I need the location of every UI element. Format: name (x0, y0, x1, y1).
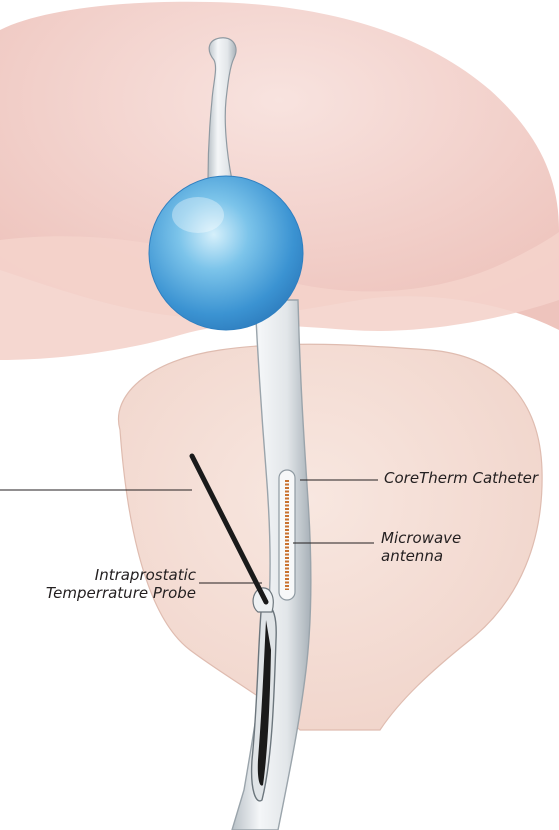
antenna-label: Microwave antenna (381, 529, 461, 565)
antenna-label-line2: antenna (381, 547, 461, 565)
probe-label-line1: Intraprostatic (32, 566, 196, 584)
balloon (149, 176, 303, 330)
catheter-label: CoreTherm Catheter (384, 469, 538, 487)
antenna-label-line1: Microwave (381, 529, 461, 547)
probe-label-line2: Temperrature Probe (32, 584, 196, 602)
antenna-channel (279, 470, 295, 600)
probe-label: Intraprostatic Temperrature Probe (32, 566, 196, 602)
prostate-shape (118, 344, 542, 730)
balloon-highlight (172, 197, 224, 233)
